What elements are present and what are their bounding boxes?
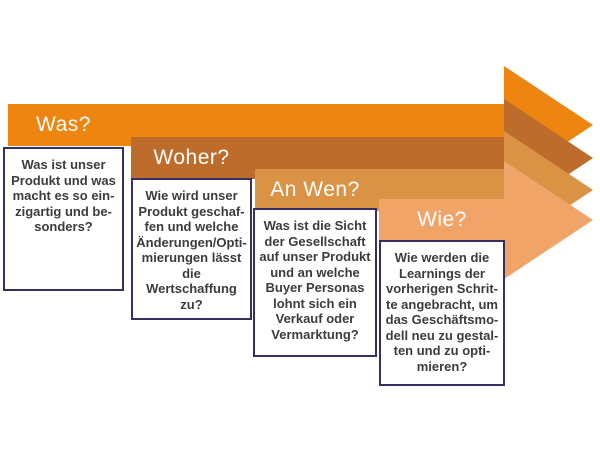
step-label-was: Was? (36, 113, 91, 136)
box-text-woher: Wie wird unser Produkt geschaf- fen und … (136, 188, 247, 312)
description-box-woher: Wie wird unser Produkt geschaf- fen und … (131, 178, 252, 320)
description-box-was: Was ist unser Produkt und was macht es s… (3, 147, 124, 291)
box-text-an-wen: Was ist die Sicht der Gesellschaft auf u… (259, 218, 371, 342)
step-label-an-wen: An Wen? (270, 178, 360, 201)
step-label-woher: Woher? (153, 146, 230, 169)
arrow-shaft-wie (379, 199, 505, 241)
description-box-wie: Wie werden die Learnings der vorherigen … (379, 240, 505, 386)
box-text-was: Was ist unser Produkt und was macht es s… (11, 157, 116, 234)
step-label-wie: Wie? (417, 208, 467, 231)
box-text-wie: Wie werden die Learnings der vorherigen … (385, 250, 499, 374)
description-box-an-wen: Was ist die Sicht der Gesellschaft auf u… (253, 208, 377, 357)
